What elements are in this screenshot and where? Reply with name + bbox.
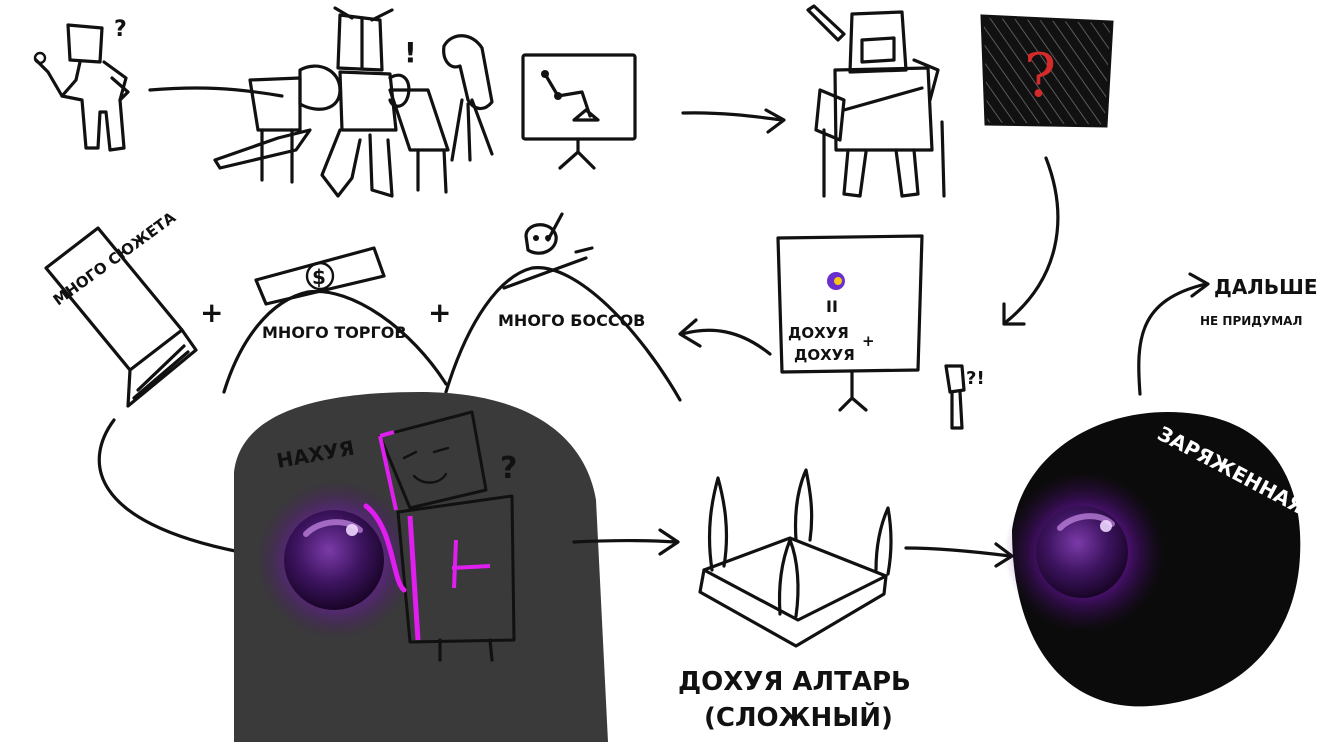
plus-2: + (428, 296, 451, 329)
arrow-1 (148, 86, 284, 98)
next-line-1: ДАЛЬШЕ (1214, 275, 1318, 299)
arrow-4 (680, 328, 772, 356)
money-label: МНОГО ТОРГОВ (262, 323, 407, 342)
altar-label: ДОХУЯ АЛТАРЬ (678, 667, 911, 697)
sitting-knight-figure: ! (213, 6, 450, 198)
trading-mountain: $ МНОГО ТОРГОВ (222, 246, 448, 394)
mystery-box: ? (980, 14, 1114, 128)
bosses-label: МНОГО БОССОВ (498, 311, 645, 330)
confused-player-figure: ? (33, 17, 130, 152)
plan-board: II ДОХУЯ + ДОХУЯ (776, 234, 924, 412)
tiny-figure: ?! (944, 364, 985, 430)
charged-orb: ЗАРЯЖЕННАЯ (1004, 412, 1308, 707)
player-question: ? (500, 451, 517, 486)
mystery-question-mark: ? (1024, 41, 1056, 111)
book-label: МНОГО СЮЖЕТА (50, 208, 180, 309)
camera-tripod (442, 34, 494, 162)
throne-knight-figure (806, 4, 946, 198)
arrow-7 (904, 546, 1012, 558)
exclaim-mark: ! (404, 36, 417, 69)
board-line-1: II (826, 297, 838, 316)
interrobang: ?! (966, 368, 985, 389)
arrow-6 (572, 538, 678, 544)
board-plus: + (862, 332, 875, 350)
arrow-2 (681, 111, 784, 122)
question-mark-small: ? (114, 17, 127, 42)
arrow-3 (1004, 156, 1060, 324)
arrow-next (1137, 282, 1208, 396)
board-line-2: ДОХУЯ (788, 324, 849, 342)
next-line-2: НЕ ПРИДУМАЛ (1200, 314, 1302, 328)
arrow-5 (97, 418, 242, 554)
dollar-sign: $ (312, 265, 326, 289)
plus-1: + (200, 296, 223, 329)
presentation-board (521, 53, 637, 170)
altar-crown (698, 468, 893, 648)
plot-book: МНОГО СЮЖЕТА (44, 208, 198, 408)
dark-panel: НАХУЯ ? (234, 392, 608, 742)
bosses-mountain: МНОГО БОССОВ (444, 212, 682, 402)
board-line-3: ДОХУЯ (794, 346, 855, 364)
altar-sub-label: (СЛОЖНЫЙ) (704, 701, 893, 733)
